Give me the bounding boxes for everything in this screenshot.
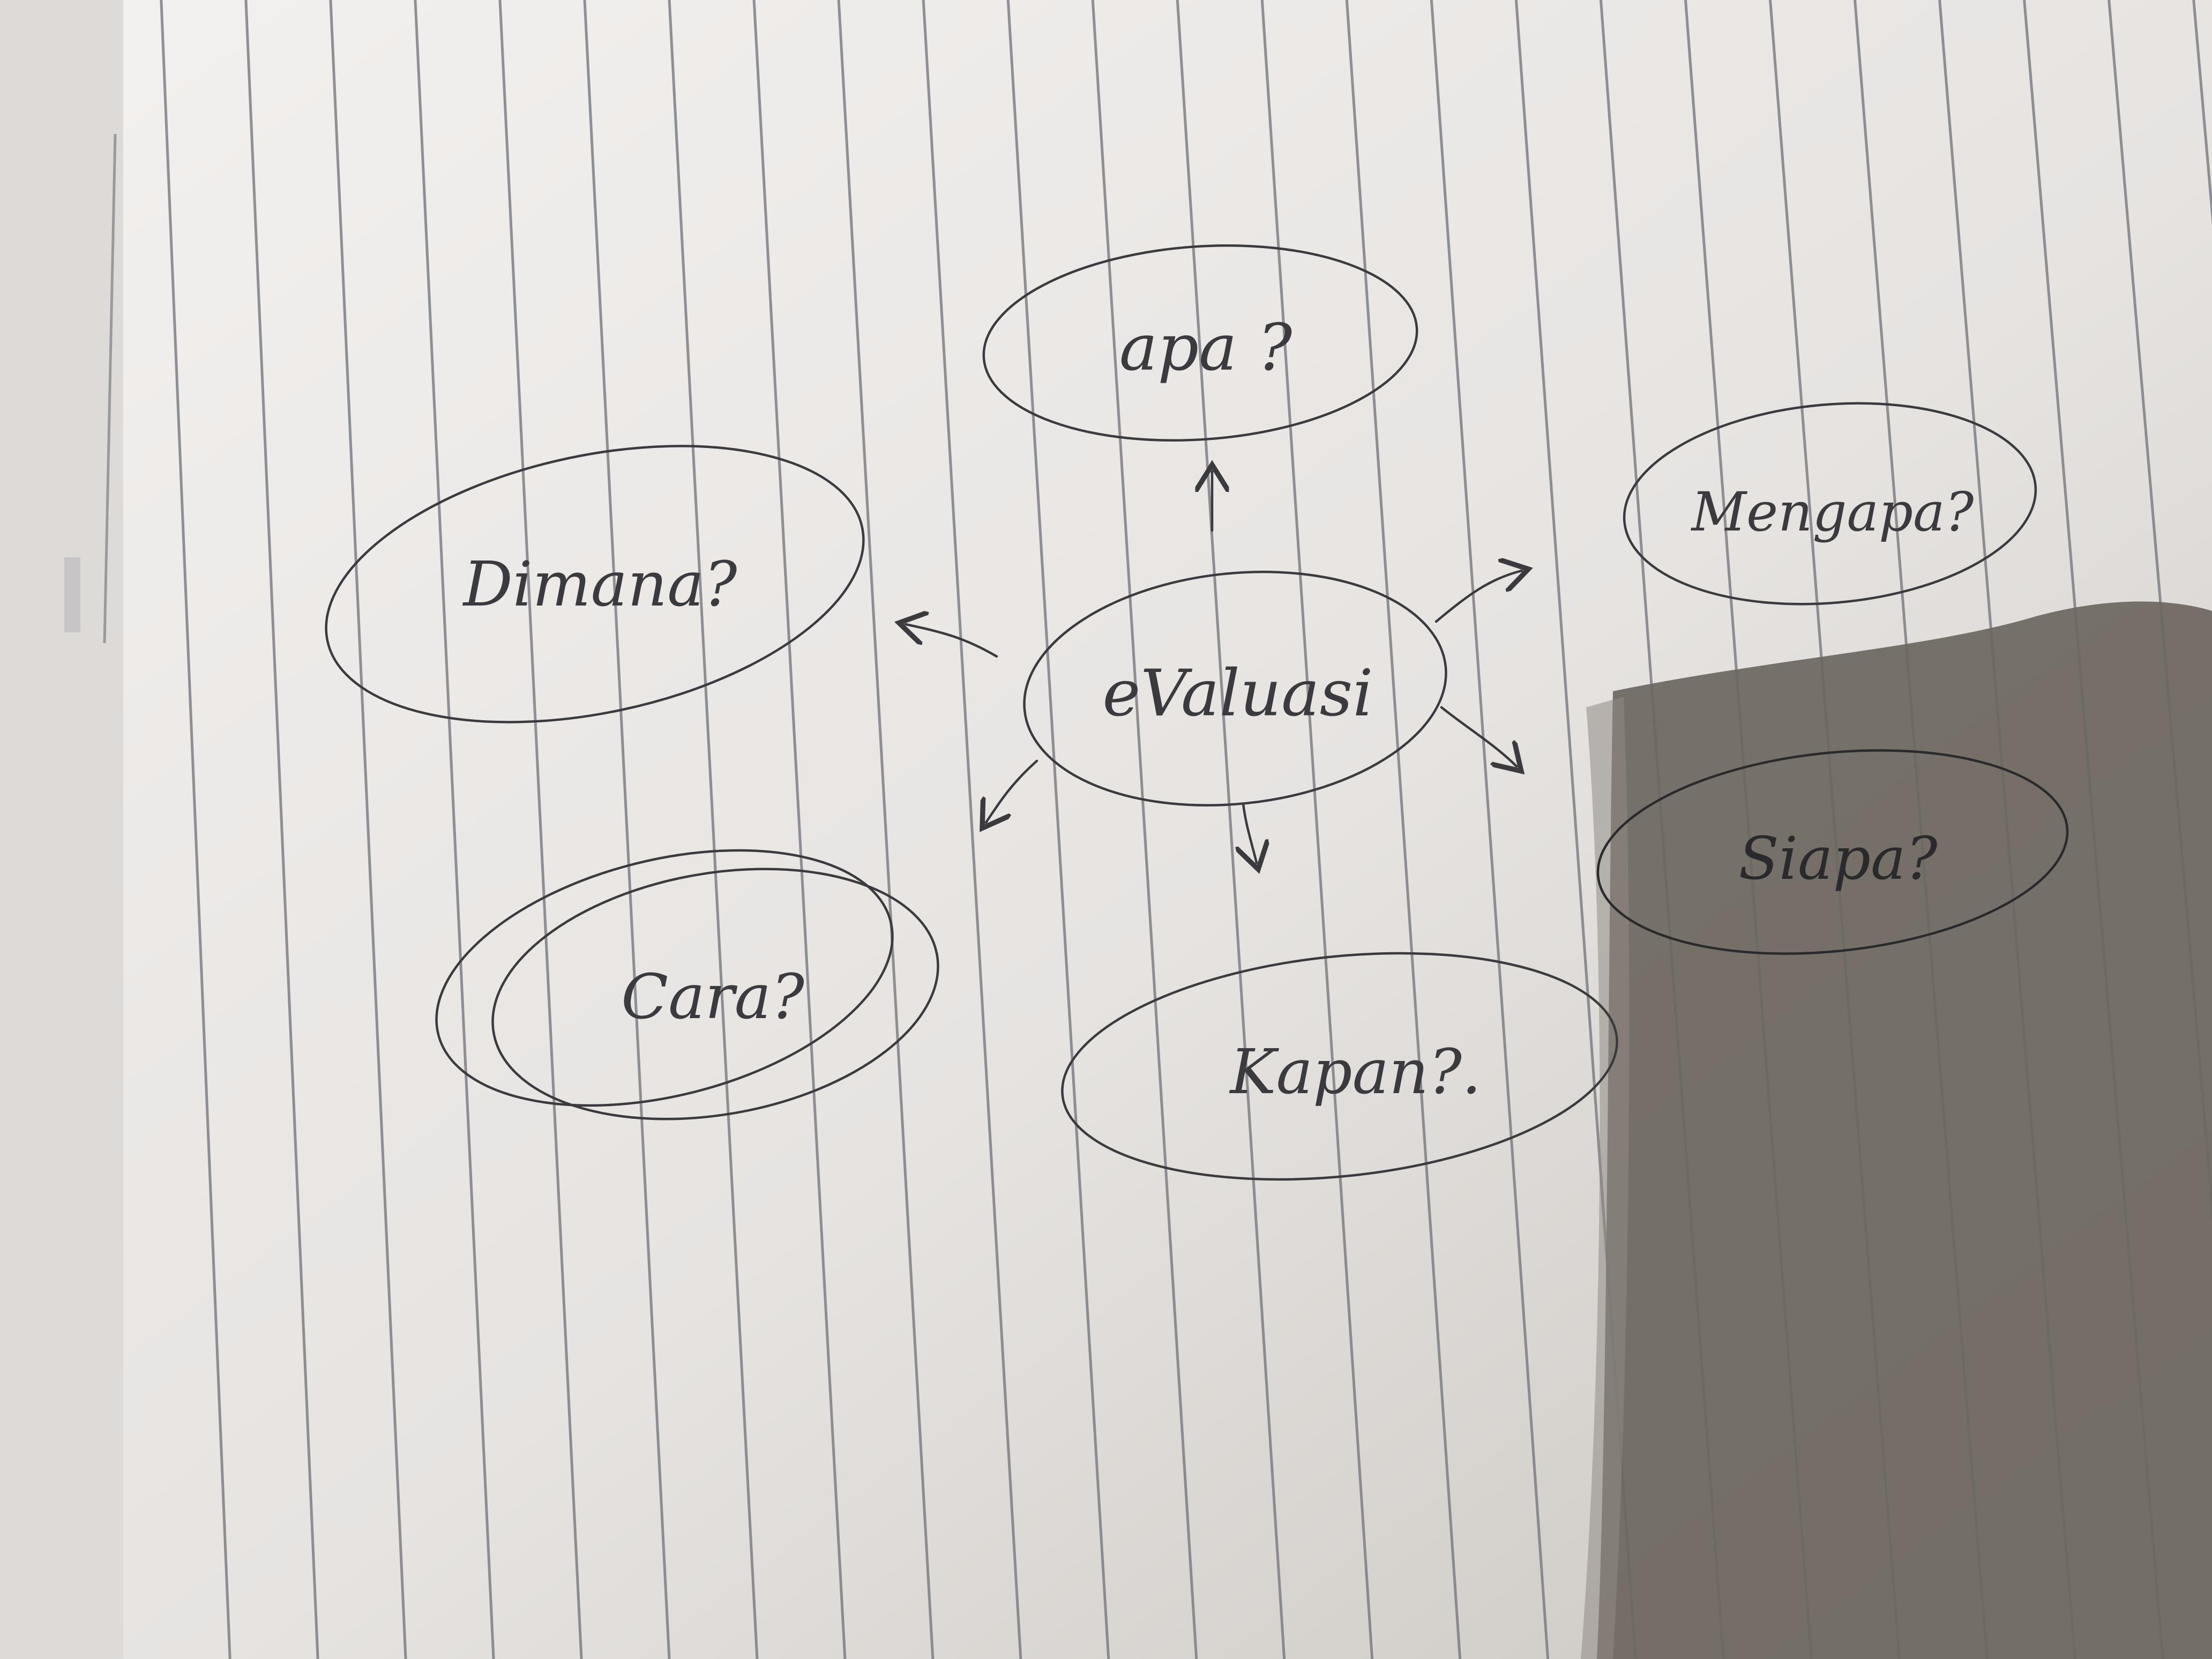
ruled-line xyxy=(668,0,759,1659)
node-label-apa: apa ? xyxy=(1119,311,1292,385)
ruled-line xyxy=(922,0,1022,1659)
ruled-line xyxy=(837,0,935,1659)
node-cara: Cara? xyxy=(435,849,939,1120)
ruled-line xyxy=(329,0,407,1659)
ruled-line xyxy=(160,0,231,1659)
ruled-line xyxy=(1430,0,1550,1659)
node-label-siapa: Siapa? xyxy=(1738,824,1938,893)
ruled-line xyxy=(1260,0,1374,1659)
node-siapa: Siapa? xyxy=(1596,749,2069,955)
node-dimana: Dimana? xyxy=(325,445,865,723)
node-label-dimana: Dimana? xyxy=(462,549,738,621)
node-label-kapan: Kapan?. xyxy=(1229,1036,1482,1108)
arrow-to-siapa xyxy=(1440,706,1516,766)
ruled-line xyxy=(414,0,495,1659)
ruled-line xyxy=(1345,0,1462,1659)
node-mengapa: Mengapa? xyxy=(1623,402,2037,606)
node-apa: apa ? xyxy=(982,244,1418,442)
hand-shadow-soft-edge xyxy=(1581,697,1630,1659)
node-label-cara: Cara? xyxy=(621,961,805,1033)
center-node: eValuasi xyxy=(1023,570,1447,807)
ruled-line xyxy=(1006,0,1110,1659)
ruled-line xyxy=(752,0,847,1659)
paper-margin-edge xyxy=(0,0,123,1659)
arrow-to-mengapa xyxy=(1434,571,1522,623)
center-node-label: eValuasi xyxy=(1102,656,1373,731)
arrows xyxy=(906,472,1522,863)
ruled-line xyxy=(244,0,319,1659)
margin-fold-line xyxy=(103,133,117,644)
arrow-to-dimana xyxy=(906,624,998,658)
ruled-line xyxy=(1176,0,1286,1659)
hand-shadow xyxy=(1597,601,2212,1659)
node-kapan: Kapan?. xyxy=(1061,952,1618,1181)
arrow-to-kapan xyxy=(1243,802,1257,863)
ruled-line xyxy=(1091,0,1198,1659)
arrow-to-cara xyxy=(986,759,1038,823)
node-label-mengapa: Mengapa? xyxy=(1691,481,1975,543)
margin-printed-mark xyxy=(64,557,80,632)
ruled-line xyxy=(498,0,583,1659)
ruled-line xyxy=(583,0,671,1659)
